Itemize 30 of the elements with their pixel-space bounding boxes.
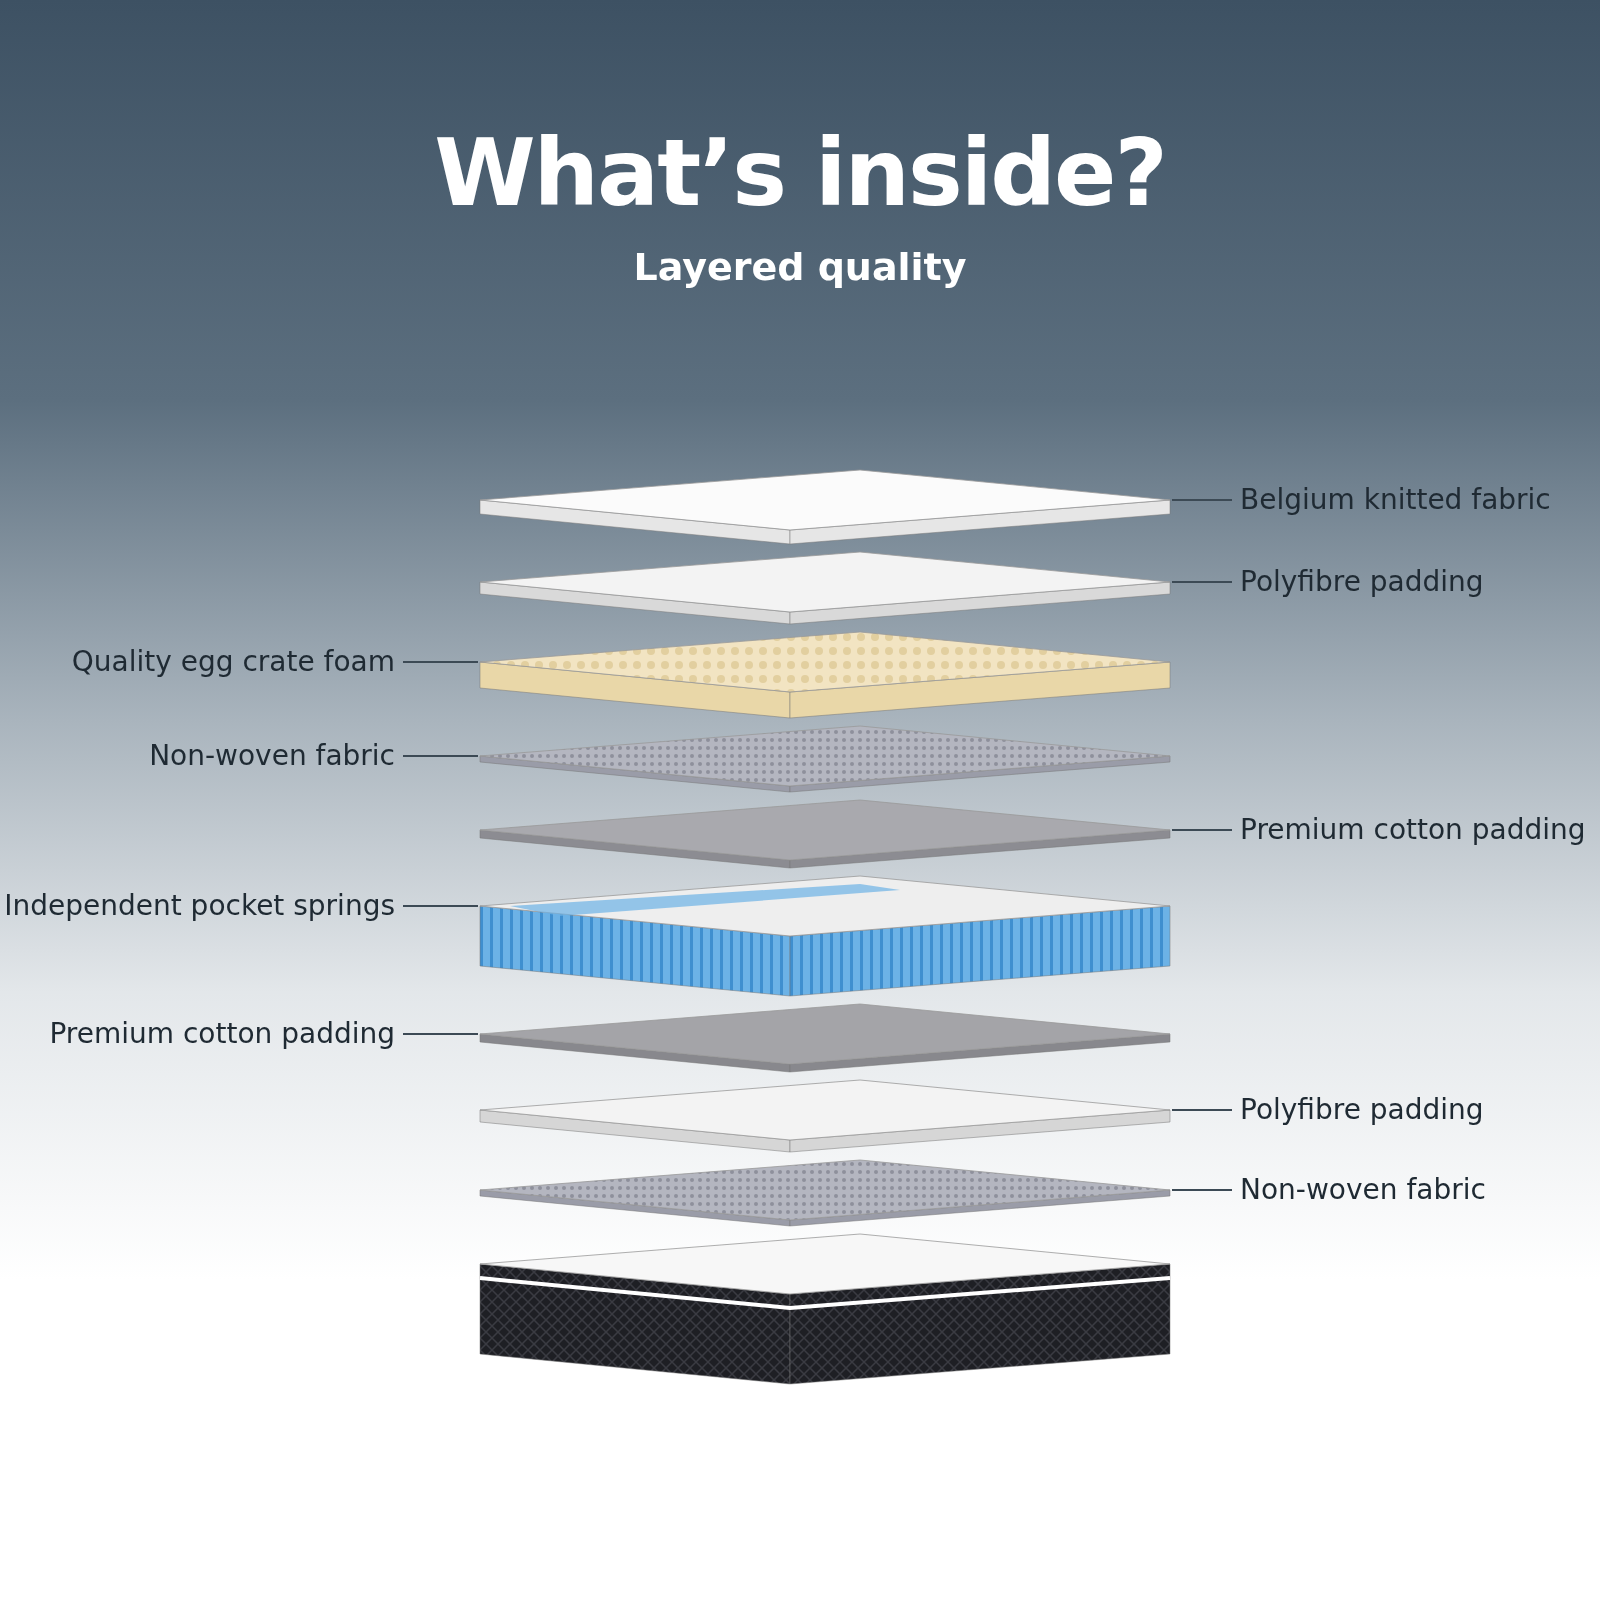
fabric-layer [479,725,1171,793]
leader-line [1171,581,1233,583]
leader-line [402,905,479,907]
subheading: Layered quality [633,245,967,289]
layer-label: Premium cotton padding [49,1016,395,1052]
foam-layer [479,631,1171,719]
leader-line [1171,499,1233,501]
padding-layer [479,1003,1171,1073]
layer-label: Quality egg crate foam [71,644,395,680]
padding-layer [479,551,1171,625]
leader-line [1171,1109,1233,1111]
padding-layer [479,799,1171,869]
layer-label: Non-woven fabric [149,738,395,774]
spring-layer [479,875,1171,997]
layer-label: Polyfibre padding [1240,1092,1484,1128]
leader-line [1171,1189,1233,1191]
leader-line [402,755,479,757]
mattress-base-drawing [479,1233,1171,1385]
layer-label: Polyfibre padding [1240,564,1484,600]
heading: What’s inside? [434,120,1166,227]
layer-label: Belgium knitted fabric [1240,482,1551,518]
fabric-layer [479,1159,1171,1227]
leader-line [1171,829,1233,831]
padding-layer [479,1079,1171,1153]
quilted-fabric-layer [479,469,1171,545]
layer-label: Non-woven fabric [1240,1172,1486,1208]
leader-line [402,661,479,663]
layer-label: Premium cotton padding [1240,812,1586,848]
layer-label: Independent pocket springs [4,888,395,924]
leader-line [402,1033,479,1035]
